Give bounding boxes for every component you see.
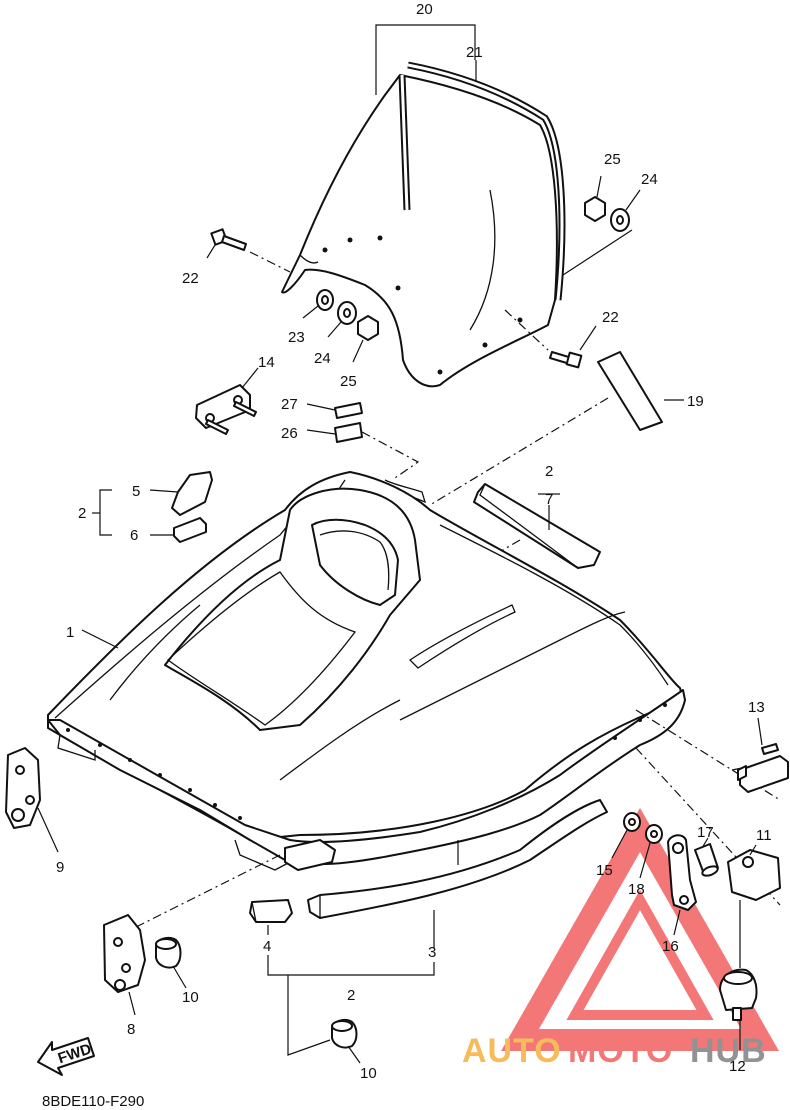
label-27: 27: [281, 396, 298, 413]
leader-1: [81, 629, 119, 649]
hood-top-bump: [384, 479, 427, 504]
latch-assembly: [611, 812, 781, 1050]
washer-18: [639, 824, 663, 879]
hood-vent-inner: [319, 530, 390, 591]
catch-11: [727, 844, 781, 901]
label-19: 19: [687, 393, 704, 410]
decal-19: [429, 351, 684, 506]
hood-flange-notch: [57, 734, 96, 761]
hood-side-vent: [408, 604, 516, 669]
nut-24-left: [327, 301, 357, 338]
part-6: [173, 517, 207, 543]
lever-16: [667, 834, 697, 936]
watermark-text-hub: HUB: [690, 1032, 767, 1070]
windshield-reflection: [469, 189, 496, 331]
label-2-top: 2: [545, 463, 553, 480]
watermark-logo: AUTO MOTO HUB: [462, 807, 779, 1070]
pads-26-27: [306, 402, 420, 479]
label-26: 26: [281, 425, 298, 442]
label-10-lower: 10: [360, 1065, 377, 1082]
label-17: 17: [697, 824, 714, 841]
latch-9: [5, 747, 59, 853]
label-5: 5: [132, 483, 140, 500]
label-18: 18: [628, 881, 645, 898]
label-8: 8: [127, 1021, 135, 1038]
label-24-right: 24: [641, 171, 658, 188]
hood-flange: [47, 689, 686, 866]
label-2-bottom: 2: [347, 987, 355, 1004]
grommet-25-right: [584, 175, 606, 222]
rail-3: [307, 799, 608, 948]
hood-front-pad: [284, 839, 336, 871]
nut-24-right: [562, 189, 641, 276]
label-25-left: 25: [340, 373, 357, 390]
grommet-25-left: [352, 315, 379, 363]
cap-12: [719, 968, 758, 1050]
fwd-arrow: FWD: [37, 1037, 95, 1076]
hood-contour: [399, 611, 626, 721]
label-1: 1: [66, 624, 74, 641]
label-4: 4: [263, 938, 271, 955]
label-3: 3: [428, 944, 436, 961]
label-22-left: 22: [182, 270, 199, 287]
label-20: 20: [416, 1, 433, 18]
windshield-edge: [299, 254, 319, 264]
label-13: 13: [748, 699, 765, 716]
label-16: 16: [662, 938, 679, 955]
label-22-right: 22: [602, 309, 619, 326]
windshield: [281, 74, 558, 388]
part-5: [171, 471, 213, 516]
part-number-labels: 20 21 25 24 22 23 24 25 22 19 14 27 26 5…: [56, 1, 772, 1082]
hood: [47, 471, 686, 871]
windshield-assembly: [281, 24, 566, 388]
bumper-13: [731, 717, 789, 793]
dash-hood-8: [129, 854, 281, 931]
label-10-upper: 10: [182, 989, 199, 1006]
watermark-triangle: [501, 807, 779, 1051]
label-15: 15: [596, 862, 613, 879]
pin-17: [694, 837, 719, 877]
hood-ridge-right: [439, 524, 669, 686]
hood-contour-2: [279, 699, 401, 781]
label-25-right: 25: [604, 151, 621, 168]
bolt-22-right: [504, 309, 597, 369]
hood-flange-tab: [234, 839, 291, 871]
hood-recess: [166, 571, 357, 726]
bracket-14: [195, 367, 259, 435]
label-24-left: 24: [314, 350, 331, 367]
label-9: 9: [56, 859, 64, 876]
label-6: 6: [130, 527, 138, 544]
hood-contour-3: [109, 604, 201, 701]
label-11: 11: [756, 827, 772, 844]
hood-rivets: [66, 703, 667, 820]
hinge-8: [103, 914, 146, 1016]
label-7: 7: [545, 491, 553, 508]
label-12: 12: [729, 1058, 746, 1075]
label-21: 21: [466, 44, 483, 61]
watermark-triangle-inner: [566, 889, 714, 1020]
watermark-text-auto: AUTO: [462, 1032, 562, 1070]
label-14: 14: [258, 354, 275, 371]
hood-body: [47, 471, 684, 841]
parts-5-6: [92, 471, 213, 543]
label-23: 23: [288, 329, 305, 346]
cushion-10-upper: [155, 936, 187, 989]
leader-20: [375, 24, 476, 95]
cushion-10-lower: [331, 1019, 361, 1064]
washer-23: [302, 289, 334, 319]
diagram-code: 8BDE110-F290: [42, 1093, 144, 1110]
windshield-hardware: [206, 175, 641, 369]
pad-4: [249, 899, 435, 1056]
watermark-text-moto: MOTO: [568, 1032, 673, 1070]
bolt-22-left: [206, 228, 291, 273]
hood-vent-window: [311, 518, 399, 606]
spacer-15: [611, 812, 641, 859]
label-2-left: 2: [78, 505, 86, 522]
